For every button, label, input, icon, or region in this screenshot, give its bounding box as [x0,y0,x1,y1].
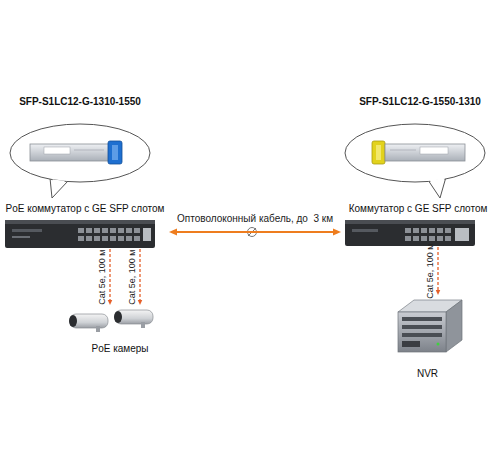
node-label: NVR [417,368,438,380]
utp-cable [138,249,143,305]
sfp-callout: SFP-S1LC12-G-1550-1310 [345,96,495,198]
poe-switch [5,220,155,248]
link-label: Оптоволоконный кабель, до 3 км [175,213,335,225]
part-number: SFP-S1LC12-G-1550-1310 [359,96,481,108]
network-switch [345,220,475,246]
cable-label: Cat 5e, 100 м [97,248,107,307]
connector-line [175,231,334,233]
callout-bubble [345,124,485,198]
cable-label: Cat 5e, 100 м [127,248,137,307]
sfp-callout: SFP-S1LC12-G-1310-1550 [5,96,155,198]
utp-cable [108,249,113,305]
switch-node: Коммутатор с GE SFP слотом [343,203,493,247]
part-number: SFP-S1LC12-G-1310-1550 [19,96,141,108]
fiber-link [169,228,341,235]
camera-group: PoE камеры [60,305,180,355]
node-label: PoE камеры [91,343,148,355]
node-label: PoE коммутатор с GE SFP слотом [5,203,164,215]
sfp-module [30,141,122,164]
cable-label: Cat 5e, 100 м [425,242,435,301]
node-label: Коммутатор с GE SFP слотом [349,203,488,215]
connector-line [109,249,110,301]
arrowhead [436,290,441,295]
arrowhead [138,300,143,305]
arrowhead [108,300,113,305]
utp-cable [436,247,441,295]
callout-bubble [10,124,150,198]
poe-switch-node: PoE коммутатор с GE SFP слотом [3,203,167,249]
nvr-node: NVR [385,295,470,380]
arrowhead [169,228,177,235]
sfp-module [372,141,465,164]
connector-line [437,247,438,291]
ip-camera [69,314,108,332]
nvr-server [398,300,462,352]
ip-camera [114,310,153,328]
connector-line [139,249,140,301]
arrowhead [333,228,341,235]
